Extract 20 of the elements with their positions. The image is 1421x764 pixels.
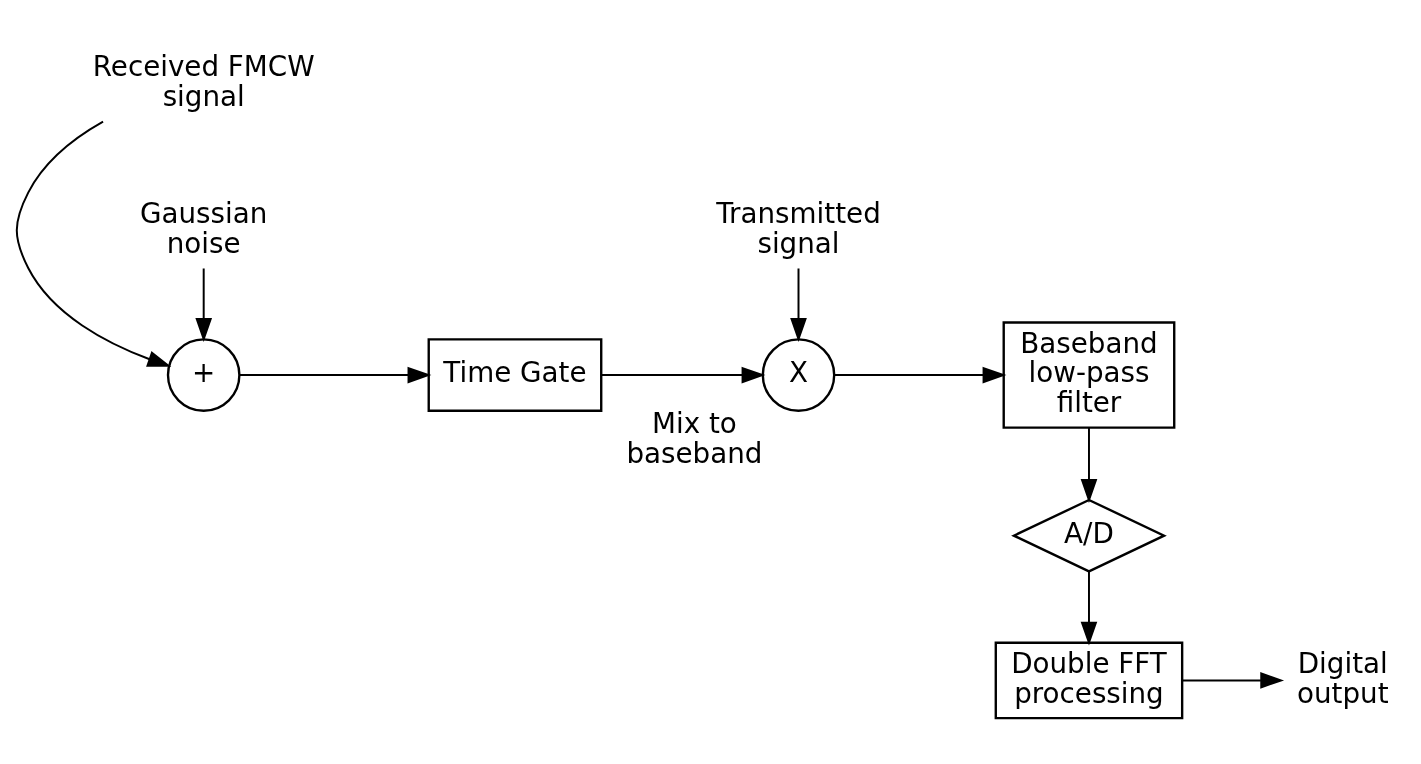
arrow: [833, 366, 1007, 384]
node-text: Received FMCW signal: [92, 50, 315, 113]
node-diamond: A/D: [1011, 498, 1167, 573]
node-text: Transmitted signal: [716, 196, 881, 260]
arrow: [790, 267, 807, 342]
node-box: Double FFT processing: [994, 641, 1184, 720]
node-label: Mix to baseband: [626, 406, 763, 470]
node-text: Digital output: [1296, 646, 1389, 710]
node-box: Time Gate: [427, 338, 603, 412]
node-text: Gaussian noise: [140, 196, 268, 260]
arrow: [1080, 426, 1098, 503]
arrow: [600, 366, 766, 384]
node-circle: +: [166, 338, 241, 412]
arrow: [195, 267, 213, 342]
arrow: [15, 120, 172, 367]
arrow: [1181, 672, 1285, 689]
arrow: [238, 366, 432, 384]
arrow: [1080, 570, 1098, 646]
node-circle: X: [761, 338, 836, 412]
node-box: Baseband low-pass filter: [1002, 321, 1176, 429]
